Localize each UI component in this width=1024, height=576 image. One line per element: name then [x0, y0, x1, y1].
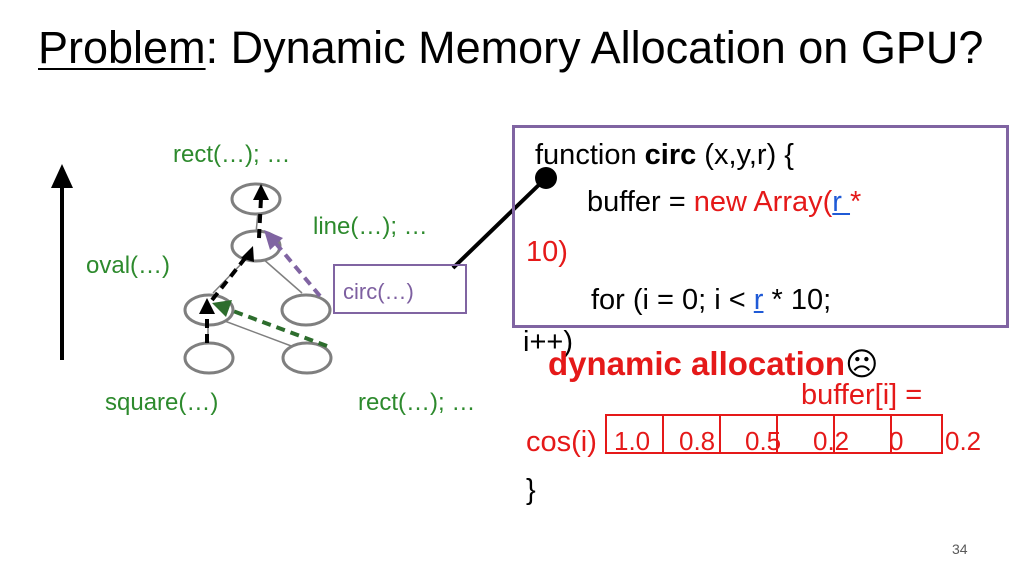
dynamic-allocation-label: dynamic allocation☹	[548, 344, 878, 384]
array-cell	[776, 414, 833, 454]
code-for-end: * 10;	[763, 284, 832, 316]
code-buffer-assign: buffer =	[587, 186, 694, 218]
array-cell	[662, 414, 719, 454]
code-function-args: (x,y,r) {	[696, 139, 794, 171]
code-line-6: buffer[i] =	[801, 379, 923, 411]
code-line-7: cos(i)	[526, 426, 597, 458]
green-dashed-arrow	[224, 306, 328, 348]
code-line-3: 10)	[526, 236, 568, 268]
array-value: 0.2	[945, 426, 982, 456]
label-circ: circ(…)	[343, 279, 414, 304]
connector-dot	[535, 167, 557, 189]
vertical-arrow-head	[51, 164, 73, 188]
label-rect-top: rect(…); …	[173, 141, 291, 168]
code-line-2: buffer = new Array(r *	[587, 185, 861, 219]
array-value: 0	[889, 426, 904, 456]
page-number: 34	[952, 541, 968, 557]
code-for-start: for (i = 0; i <	[591, 284, 754, 316]
array-value: 0.2	[813, 426, 850, 456]
node-circ	[280, 293, 332, 327]
code-multiply: *	[850, 186, 862, 218]
array-value: 0.5	[745, 426, 782, 456]
node-square	[183, 341, 235, 375]
code-new-array: new Array(	[693, 186, 833, 218]
label-line: line(…); …	[313, 213, 428, 240]
code-function-name: circ	[644, 139, 697, 171]
array-value: 1.0	[614, 426, 651, 456]
array-cell	[833, 414, 890, 454]
label-square: square(…)	[105, 389, 219, 416]
code-for-r: r	[753, 284, 764, 316]
black-traversal-arrows	[205, 197, 263, 343]
array-cell	[719, 414, 776, 454]
circ-box	[333, 264, 467, 314]
code-var-r: r	[832, 186, 851, 218]
label-rect-bottom: rect(…); …	[358, 389, 476, 416]
slide-title: Problem: Dynamic Memory Allocation on GP…	[38, 22, 983, 74]
title-rest: : Dynamic Memory Allocation on GPU?	[205, 22, 984, 73]
connector-line	[451, 176, 548, 270]
purple-dashed-arrow	[271, 238, 322, 298]
code-line-1: function circ (x,y,r) {	[535, 138, 794, 172]
sad-face-icon: ☹	[845, 346, 879, 382]
code-line-8: }	[526, 474, 536, 506]
array-cell	[890, 414, 943, 454]
dynamic-allocation-text: dynamic allocation	[548, 345, 846, 382]
array-cell	[605, 414, 662, 454]
title-underlined: Problem	[38, 22, 206, 73]
code-function-keyword: function	[535, 139, 645, 171]
tree-nodes	[183, 182, 333, 375]
code-line-4: for (i = 0; i < r * 10;	[591, 283, 831, 317]
label-oval: oval(…)	[86, 252, 171, 279]
node-rect	[281, 341, 333, 375]
code-line-5: i++)	[523, 326, 573, 358]
code-box	[512, 125, 1009, 328]
array-value: 0.8	[679, 426, 716, 456]
